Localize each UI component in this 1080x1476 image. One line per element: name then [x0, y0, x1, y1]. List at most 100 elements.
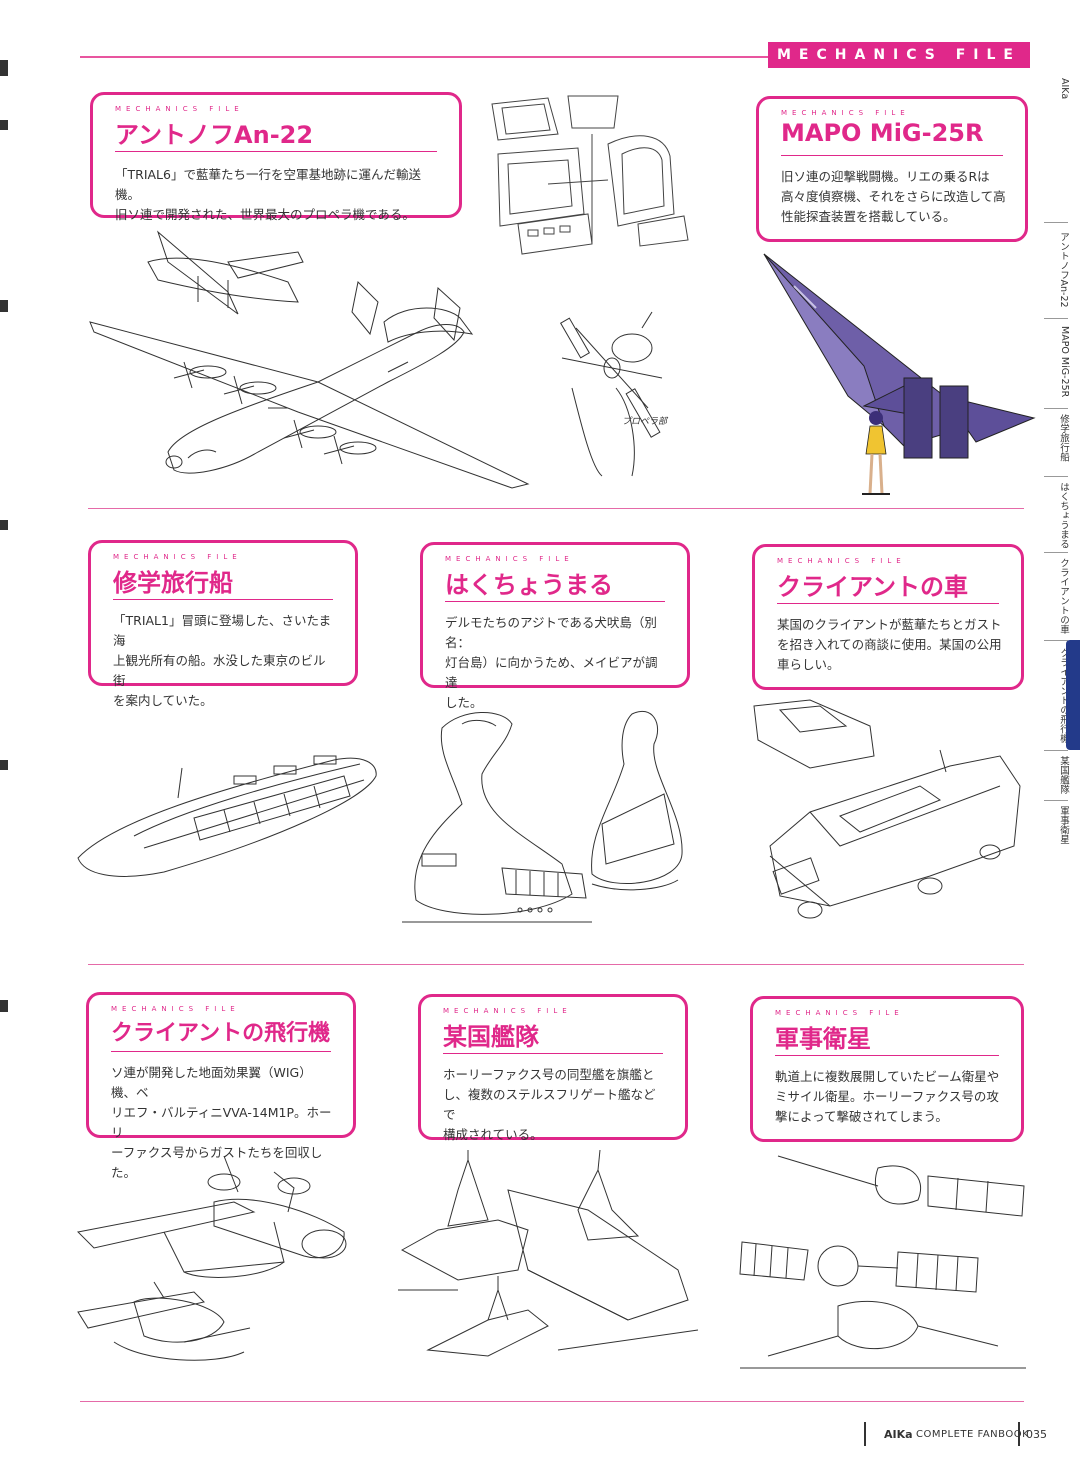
side-index-item: はくちょうまる: [1058, 482, 1069, 549]
swan-boat-sketch: [402, 704, 692, 926]
page-number: 035: [1026, 1428, 1047, 1441]
desc-line: 撃によって撃破されてしまう。: [775, 1109, 948, 1124]
side-index-item: アントノフAn-22: [1058, 232, 1069, 308]
card-hakuchou-maru: MECHANICS FILE はくちょうまる デルモたちのアジトである犬吠島（別…: [420, 542, 690, 710]
card-title: 某国艦隊: [443, 1023, 539, 1051]
title-rule: [775, 1055, 999, 1056]
footer-brand: AIKa: [884, 1428, 913, 1441]
mig25r-illustration: [744, 246, 1038, 498]
footer-divider: [864, 1422, 866, 1446]
card-description: デルモたちのアジトである犬吠島（別名： 灯台島）に向かうため、メイビアが調達 し…: [445, 613, 669, 713]
card-title: クライアントの車: [777, 573, 969, 601]
card-fleet: MECHANICS FILE 某国艦隊 ホーリーファクス号の同型艦を旗艦と し、…: [418, 994, 688, 1142]
card-title: はくちょうまる: [445, 571, 613, 599]
card-title: MAPO MiG-25R: [781, 119, 984, 147]
desc-line: リエフ・バルティニVVA-14M1P。ホーリ: [111, 1105, 332, 1140]
card-description: 某国のクライアントが藍華たちとガスト を招き入れての商談に使用。某国の公用 車ら…: [777, 615, 1003, 675]
side-divider: [1044, 476, 1068, 477]
side-index-item: MAPO MiG-25R: [1059, 326, 1070, 398]
desc-line: ソ連が開発した地面効果翼（WIG）機、ベ: [111, 1065, 312, 1100]
side-index-brand: AIKa: [1059, 78, 1070, 100]
card-description: 「TRIAL6」で藍華たち一行を空軍基地跡に運んだ輸送機。 旧ソ連で開発された、…: [115, 165, 441, 225]
card-title: 修学旅行船: [113, 569, 233, 597]
desc-line: 構成されている。: [443, 1127, 543, 1142]
card-kicker: MECHANICS FILE: [111, 1005, 240, 1013]
side-index-item: 某国艦隊: [1058, 756, 1069, 794]
footer-title: COMPLETE FANBOOK: [916, 1429, 1030, 1440]
footer-divider: [1018, 1422, 1020, 1446]
title-rule: [115, 151, 437, 152]
edge-mark: [0, 520, 8, 530]
desc-line: 「TRIAL6」で藍華たち一行を空軍基地跡に運んだ輸送機。: [115, 167, 421, 202]
card-kicker: MECHANICS FILE: [781, 109, 910, 117]
card-client-car: MECHANICS FILE クライアントの車 某国のクライアントが藍華たちとガ…: [752, 544, 1024, 690]
cruise-ship-sketch: [74, 740, 380, 880]
card-title: 軍事衛星: [775, 1025, 871, 1053]
card-an22: MECHANICS FILE アントノフAn-22 「TRIAL6」で藍華たち一…: [90, 92, 462, 222]
an22-aircraft-sketch: [88, 222, 538, 492]
card-kicker: MECHANICS FILE: [115, 105, 244, 113]
card-description: 「TRIAL1」冒頭に登場した、さいたま海 上観光所有の船。水没した東京のビル街…: [113, 611, 337, 711]
desc-line: した。: [445, 695, 483, 710]
edge-mark: [0, 300, 8, 312]
card-title: クライアントの飛行機: [111, 1021, 331, 1046]
edge-mark: [0, 60, 8, 76]
desc-line: デルモたちのアジトである犬吠島（別名：: [445, 615, 657, 650]
satellite-sketch: [738, 1156, 1028, 1374]
side-divider: [1044, 552, 1068, 553]
edge-mark: [0, 760, 8, 770]
card-description: 旧ソ連の迎撃戦闘機。リエの乗るRは 高々度偵察機、それをさらに改造して高 性能探…: [781, 167, 1007, 227]
side-divider: [1044, 222, 1068, 223]
desc-line: ミサイル衛星。ホーリーファクス号の攻: [775, 1089, 999, 1104]
side-index-active-tab: [1066, 640, 1080, 750]
footer-rule: [80, 1401, 1024, 1402]
card-cruise-ship: MECHANICS FILE 修学旅行船 「TRIAL1」冒頭に登場した、さいた…: [88, 540, 358, 708]
card-description: ソ連が開発した地面効果翼（WIG）機、ベ リエフ・バルティニVVA-14M1P。…: [111, 1063, 335, 1183]
section-header: MECHANICS FILE: [768, 42, 1030, 68]
card-title: アントノフAn-22: [115, 121, 314, 149]
desc-line: 灯台島）に向かうため、メイビアが調達: [445, 655, 658, 690]
an22-cockpit-sketch: [488, 94, 702, 260]
card-client-plane: MECHANICS FILE クライアントの飛行機 ソ連が開発した地面効果翼（W…: [86, 992, 356, 1180]
side-divider: [1044, 640, 1068, 641]
desc-line: 車らしい。: [777, 657, 840, 672]
header-rule: [80, 56, 770, 58]
title-rule: [113, 599, 333, 600]
row-separator: [88, 508, 1024, 509]
title-rule: [777, 603, 999, 604]
fleet-sketch: [398, 1150, 702, 1376]
title-rule: [445, 601, 665, 602]
desc-line: 旧ソ連の迎撃戦闘機。リエの乗るRは: [781, 169, 990, 184]
side-divider: [1044, 408, 1068, 409]
desc-line: を案内していた。: [113, 693, 213, 708]
desc-line: し、複数のステルスフリゲート艦などで: [443, 1087, 656, 1122]
desc-line: 性能探査装置を搭載している。: [781, 209, 956, 224]
card-kicker: MECHANICS FILE: [777, 557, 906, 565]
limousine-sketch: [750, 696, 1026, 930]
card-description: 軌道上に複数展開していたビーム衛星や ミサイル衛星。ホーリーファクス号の攻 撃に…: [775, 1067, 1003, 1127]
row-separator: [88, 964, 1024, 965]
title-rule: [111, 1051, 331, 1052]
side-divider: [1044, 800, 1068, 801]
card-kicker: MECHANICS FILE: [775, 1009, 904, 1017]
card-satellite: MECHANICS FILE 軍事衛星 軌道上に複数展開していたビーム衛星や ミ…: [750, 996, 1024, 1142]
wig-aircraft-sketch: [74, 1152, 374, 1378]
desc-line: ホーリーファクス号の同型艦を旗艦と: [443, 1067, 655, 1082]
card-mig25r: MECHANICS FILE MAPO MiG-25R 旧ソ連の迎撃戦闘機。リエ…: [756, 96, 1028, 242]
side-index-item: クライアントの飛行機: [1058, 648, 1069, 743]
desc-line: 「TRIAL1」冒頭に登場した、さいたま海: [113, 613, 332, 648]
sketch-note: プロペラ部: [622, 417, 668, 427]
desc-line: を招き入れての商談に使用。某国の公用: [777, 637, 1002, 652]
propeller-detail-sketch: [542, 308, 702, 478]
card-kicker: MECHANICS FILE: [443, 1007, 572, 1015]
desc-line: 高々度偵察機、それをさらに改造して高: [781, 189, 1006, 204]
side-divider: [1044, 318, 1068, 319]
desc-line: ーファクス号からガストたちを回収した。: [111, 1145, 323, 1180]
side-divider: [1044, 750, 1068, 751]
card-kicker: MECHANICS FILE: [113, 553, 242, 561]
edge-mark: [0, 1000, 8, 1012]
title-rule: [443, 1053, 663, 1054]
side-index-item: 修学旅行船: [1058, 414, 1069, 462]
title-rule: [781, 155, 1003, 156]
card-kicker: MECHANICS FILE: [445, 555, 574, 563]
